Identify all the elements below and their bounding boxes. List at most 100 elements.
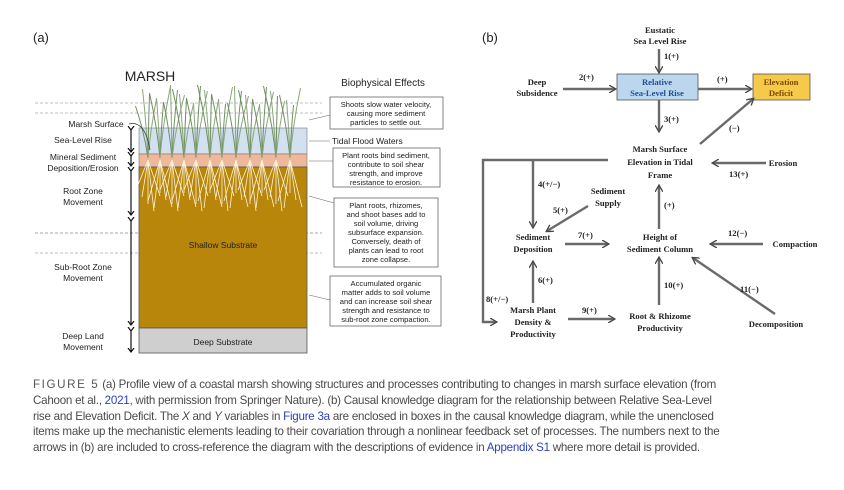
root-strand [249,159,263,202]
marsh-surface-pointer [128,123,151,151]
root-strand [249,159,263,197]
deep-land-label-2: Movement [63,342,103,352]
edge-label-1: 1(+) [664,51,679,61]
shallow-substrate-layer [138,166,308,329]
marsh-surface-label: Marsh Surface [68,119,124,129]
appendix-s1-link[interactable]: Appendix S1 [486,441,550,455]
edge-label-3: 3(+) [664,114,679,124]
caption-text: rise and Elevation Deficit. The [33,409,183,423]
grass-blade [195,90,208,159]
root-zone-label-2: Movement [63,197,103,207]
grass-blade [147,98,157,159]
root-strand [147,159,155,212]
effect-box-shoots: Shoots slow water velocity,causing more … [308,96,444,130]
node-erosion: Erosion [769,158,798,168]
grass-blade [221,86,233,159]
panel-a: (a) MARSH Biophysical Effects Shallow Su… [33,30,444,354]
root-strand [177,159,185,209]
caption-text: are enclosed in boxes in the causal know… [329,409,714,423]
reference-dashed-lines [35,102,322,254]
root-strand [249,159,257,212]
edge-label-rslr-deficit: (+) [717,74,728,84]
root-strand [153,159,161,209]
node-compaction: Compaction [773,239,818,249]
grass-blade [171,94,185,159]
effects-title: Biophysical Effects [341,78,425,89]
root-strand [171,159,179,212]
edge-label-12: 12(−) [728,228,747,238]
caption-line-1: FIGURE 5 (a) Profile view of a coastal m… [33,377,719,393]
root-strand [221,159,235,197]
variable-y: Y [214,409,222,423]
sub-root-label-2: Movement [63,273,103,283]
mineral-sediment-layer [138,153,308,168]
root-strand [209,159,223,191]
grass-blade [261,91,274,159]
root-strand [165,159,173,198]
root-strand [171,159,185,197]
caption-text: and [189,409,215,423]
root-strand [195,159,203,212]
edge-label-6: 6(+) [538,275,553,285]
root-strand [229,159,237,209]
root-strand [141,159,149,198]
svg-text:Plant roots, rhizomes,and shoo: Plant roots, rhizomes,and shoot bases ad… [347,201,426,264]
grass-blade [275,100,285,159]
elevation-deficit-box [752,73,811,101]
root-strand [289,159,303,208]
tidal-flood-waters-label: Tidal Flood Waters [332,136,403,146]
root-strand [147,159,161,202]
root-strand [183,159,197,208]
svg-text:Shoots slow water velocity,cau: Shoots slow water velocity,causing more … [341,100,432,127]
caption-text: variables in [221,409,284,423]
caption-line-5: arrows in (b) are included to cross-refe… [33,440,719,456]
root-strand [277,159,291,202]
grass-blade [209,99,219,159]
caption-text: (a) Profile view of a coastal marsh show… [99,378,717,391]
grass-illustration [135,84,301,159]
citation-link-2021[interactable]: 2021 [104,393,130,407]
grass-blade [159,85,171,159]
root-strand [171,159,185,202]
root-strand [243,159,251,198]
edge-label-9: 9(+) [582,305,597,315]
figure-caption: FIGURE 5 (a) Profile view of a coastal m… [33,377,720,456]
root-strand [221,159,229,212]
grass-blade [183,103,194,159]
node-decomposition: Decomposition [749,319,804,329]
arrow-negative-deficit [699,99,753,145]
root-strand [159,159,173,191]
shallow-substrate-label: Shallow Substrate [189,240,258,250]
edge-label-height-up: (+) [664,200,675,210]
deep-substrate-layer [138,327,308,354]
caption-text: Cahoon et al., [33,393,105,407]
edge-label-7: 7(+) [578,230,593,240]
caption-text: items make up the mechanistic elements l… [33,425,720,439]
panel-a-label: (a) [33,30,49,45]
marsh-title: MARSH [125,68,176,84]
edge-label-2: 2(+) [579,72,594,82]
root-strand [275,159,283,212]
rslr-box [616,73,699,101]
arrow-11 [693,258,776,315]
root-strand [135,159,149,191]
deep-substrate-label: Deep Substrate [193,337,252,347]
root-strand [261,159,275,208]
figure-label: FIGURE 5 [33,378,100,391]
root-strand [269,159,277,198]
sub-root-label-1: Sub-Root Zone [54,262,112,272]
grass-blade [289,87,301,159]
figure-3a-link[interactable]: Figure 3a [283,409,330,423]
root-strand [209,159,223,208]
edge-label-13: 13(+) [729,169,748,179]
